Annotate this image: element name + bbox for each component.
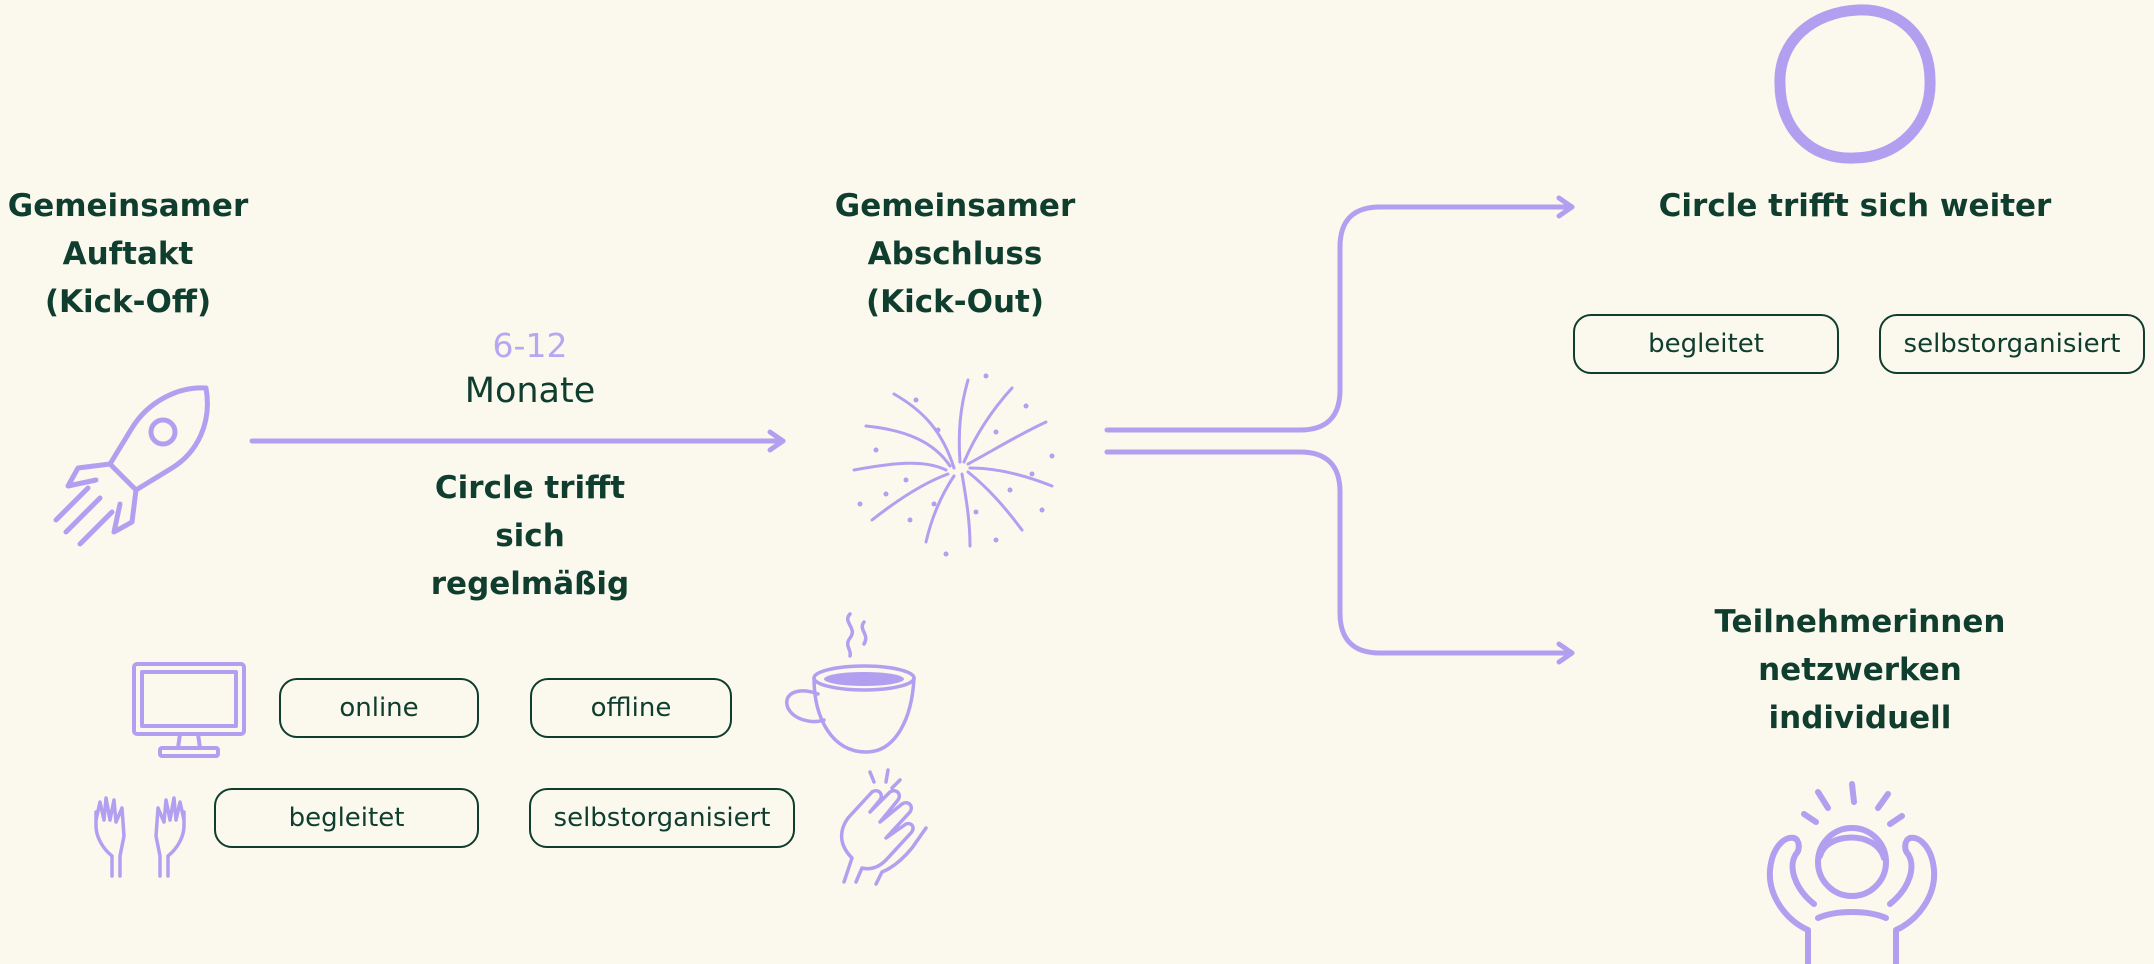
mode-option-selbstorganisiert: selbstorganisiert [529,788,795,848]
duration-range: 6-12 [492,326,568,365]
coffee-cup-icon [785,612,916,754]
raised-hands-icon [94,796,186,878]
fireworks-icon [852,373,1055,557]
continue-option-begleitet: begleitet [1573,314,1839,374]
meeting-title: Circle trifft sich regelmäßig [395,464,665,608]
kickoff-title-line: Auftakt [62,236,194,272]
meeting-title-line: sich [495,518,565,554]
branch-arrow-network [1104,449,1575,665]
kickout-title-line: (Kick-Out) [865,284,1045,320]
circle-icon [1774,4,1936,164]
kickout-title-line: Abschluss [867,236,1043,272]
format-option-offline: offline [530,678,732,738]
outcome-network-title: Teilnehmerinnen netzwerken individuell [1690,598,2030,742]
clapping-hands-icon [839,768,928,886]
kickoff-title-line: Gemeinsamer [7,188,249,224]
outcome-network-title-line: individuell [1768,700,1952,736]
mode-option-begleitet: begleitet [214,788,479,848]
kickout-title: Gemeinsamer Abschluss (Kick-Out) [820,182,1090,326]
format-option-online: online [279,678,479,738]
branch-arrow-continue [1104,195,1575,433]
meeting-title-line: Circle trifft [434,470,626,506]
continue-option-selbstorganisiert: selbstorganisiert [1879,314,2145,374]
kickoff-title: Gemeinsamer Auftakt (Kick-Off) [0,182,256,326]
cheering-person-icon [1766,781,1938,964]
kickout-title-line: Gemeinsamer [834,188,1076,224]
rocket-icon [53,385,210,547]
outcome-continue-title: Circle trifft sich weiter [1658,188,2052,224]
kickoff-title-line: (Kick-Off) [44,284,212,320]
timeline-arrow [249,429,786,453]
meeting-title-line: regelmäßig [430,566,630,602]
monitor-icon [132,662,246,758]
duration-unit: Monate [464,371,596,411]
outcome-network-title-line: Teilnehmerinnen [1714,604,2006,640]
outcome-network-title-line: netzwerken [1758,652,1962,688]
